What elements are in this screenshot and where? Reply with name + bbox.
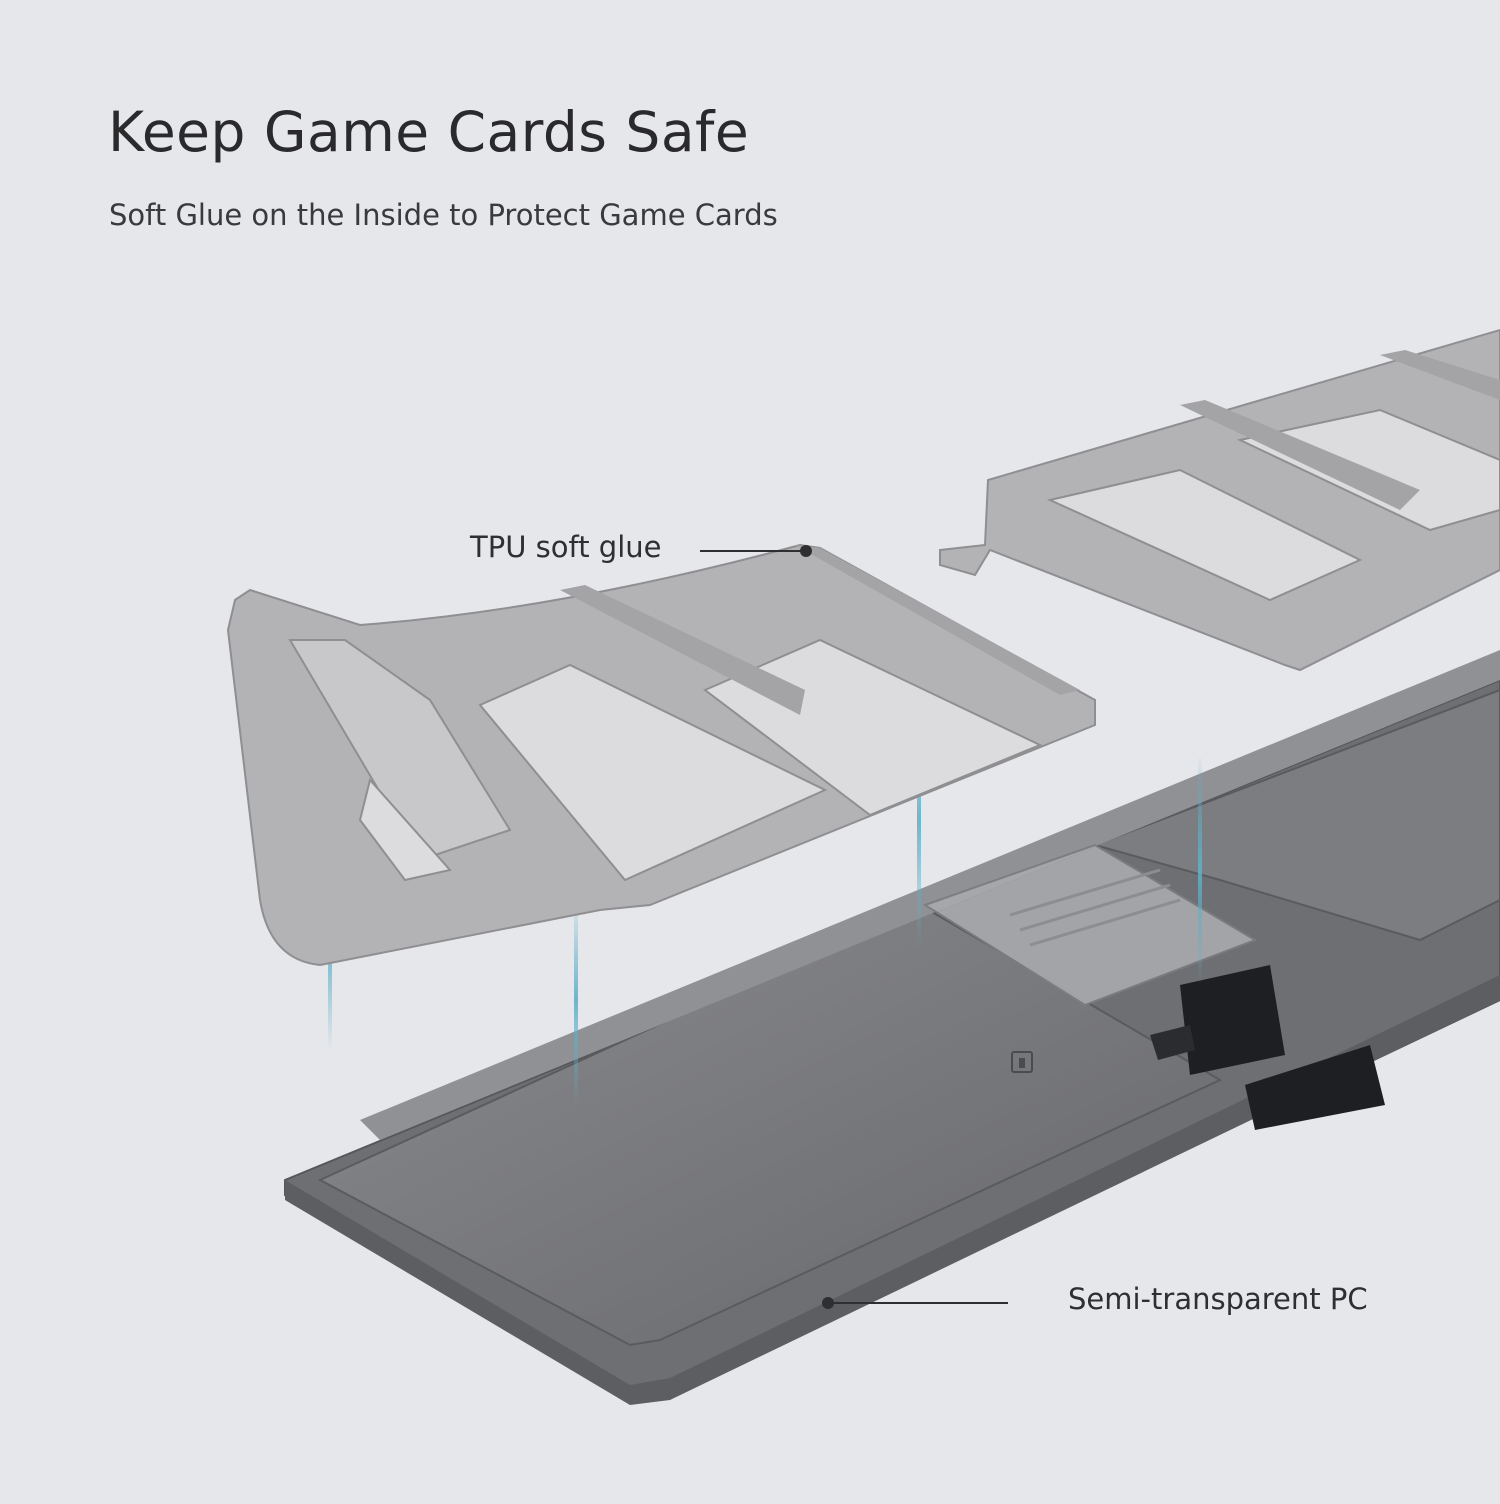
pc-tray-icon xyxy=(284,650,1500,1405)
brand-logo-icon xyxy=(1011,1051,1033,1073)
semi-transparent-pc-label: Semi-transparent PC xyxy=(1068,1282,1368,1316)
tpu-callout-leader xyxy=(700,545,812,557)
hinge-clip-icon xyxy=(1150,965,1385,1130)
page-subtitle: Soft Glue on the Inside to Protect Game … xyxy=(109,198,778,232)
page-title: Keep Game Cards Safe xyxy=(108,100,750,164)
pc-callout-leader xyxy=(822,1297,1008,1309)
game-card-icon xyxy=(922,843,1258,1007)
tpu-frame-left-icon xyxy=(226,543,1096,967)
tpu-frame-right-icon xyxy=(939,328,1500,672)
tpu-soft-glue-label: TPU soft glue xyxy=(470,530,662,564)
